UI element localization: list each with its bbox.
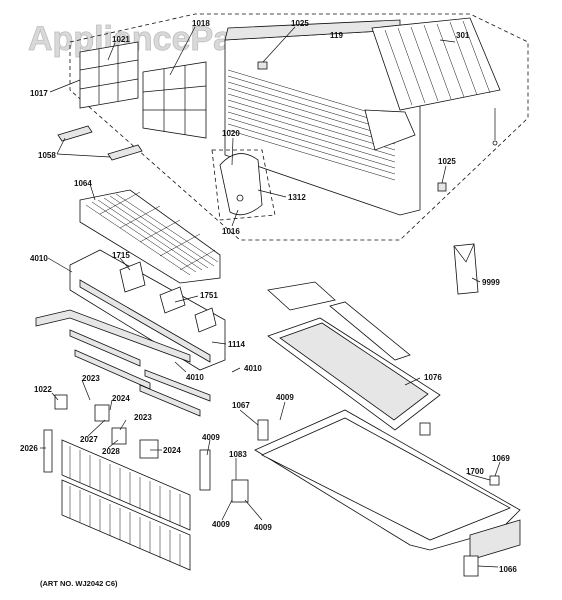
label-1751: 1751	[200, 291, 218, 300]
air-filter-1021	[79, 41, 139, 109]
bracket-1025-top	[257, 61, 268, 70]
label-2024-top: 2024	[112, 394, 130, 403]
art-number: (ART NO. WJ2042 C6)	[40, 579, 118, 588]
callout-labels: 1017 1021 1018 1025 119 301 1058 1020 13…	[20, 19, 517, 574]
label-1018: 1018	[192, 19, 210, 28]
manual-9999	[453, 243, 479, 295]
label-2027: 2027	[80, 435, 98, 444]
label-1020: 1020	[222, 129, 240, 138]
filter-pads-1058	[57, 125, 143, 161]
label-2024-mid: 2024	[163, 446, 181, 455]
label-4009-upper: 4009	[202, 433, 220, 442]
label-1016: 1016	[222, 227, 240, 236]
label-1067: 1067	[232, 401, 250, 410]
insulation-sheet	[267, 281, 411, 361]
cabinet-housing	[224, 19, 421, 216]
label-119: 119	[330, 31, 343, 40]
label-2023-top: 2023	[82, 374, 100, 383]
label-1058: 1058	[38, 151, 56, 160]
label-1064: 1064	[74, 179, 92, 188]
label-4010-mid: 4010	[186, 373, 204, 382]
label-2023-mid: 2023	[134, 413, 152, 422]
air-filter-1018	[142, 61, 207, 139]
bracket-1025-side	[437, 182, 447, 192]
label-9999: 9999	[482, 278, 500, 287]
label-4010-left: 4010	[30, 254, 48, 263]
label-1114: 1114	[228, 340, 245, 349]
label-1076: 1076	[424, 373, 442, 382]
label-4009-lower-left: 4009	[212, 520, 230, 529]
label-1066: 1066	[499, 565, 517, 574]
label-2026: 2026	[20, 444, 38, 453]
filter-screen-1064	[79, 189, 221, 284]
label-301: 301	[456, 31, 470, 40]
base-pan	[254, 409, 521, 577]
rear-grille-301	[371, 17, 501, 146]
label-1017: 1017	[30, 89, 48, 98]
label-4010-right: 4010	[244, 364, 262, 373]
label-1021: 1021	[112, 35, 130, 44]
leader-lines	[40, 26, 501, 568]
label-2028: 2028	[102, 447, 120, 456]
drain-pan-1076	[267, 317, 441, 431]
label-4009-lower-right: 4009	[254, 523, 272, 532]
label-1069: 1069	[492, 454, 510, 463]
label-1025-top: 1025	[291, 19, 309, 28]
label-1083: 1083	[229, 450, 247, 459]
cabinet-outline-group	[69, 13, 529, 241]
control-brackets	[43, 394, 249, 503]
label-1025-side: 1025	[438, 157, 456, 166]
louver-panels-2026	[61, 439, 191, 571]
label-1022: 1022	[34, 385, 52, 394]
label-4009-base: 4009	[276, 393, 294, 402]
mounting-rails	[35, 309, 211, 417]
bulkhead-1114	[69, 249, 226, 371]
label-1312: 1312	[288, 193, 306, 202]
label-1700: 1700	[466, 467, 484, 476]
label-1715: 1715	[112, 251, 130, 260]
